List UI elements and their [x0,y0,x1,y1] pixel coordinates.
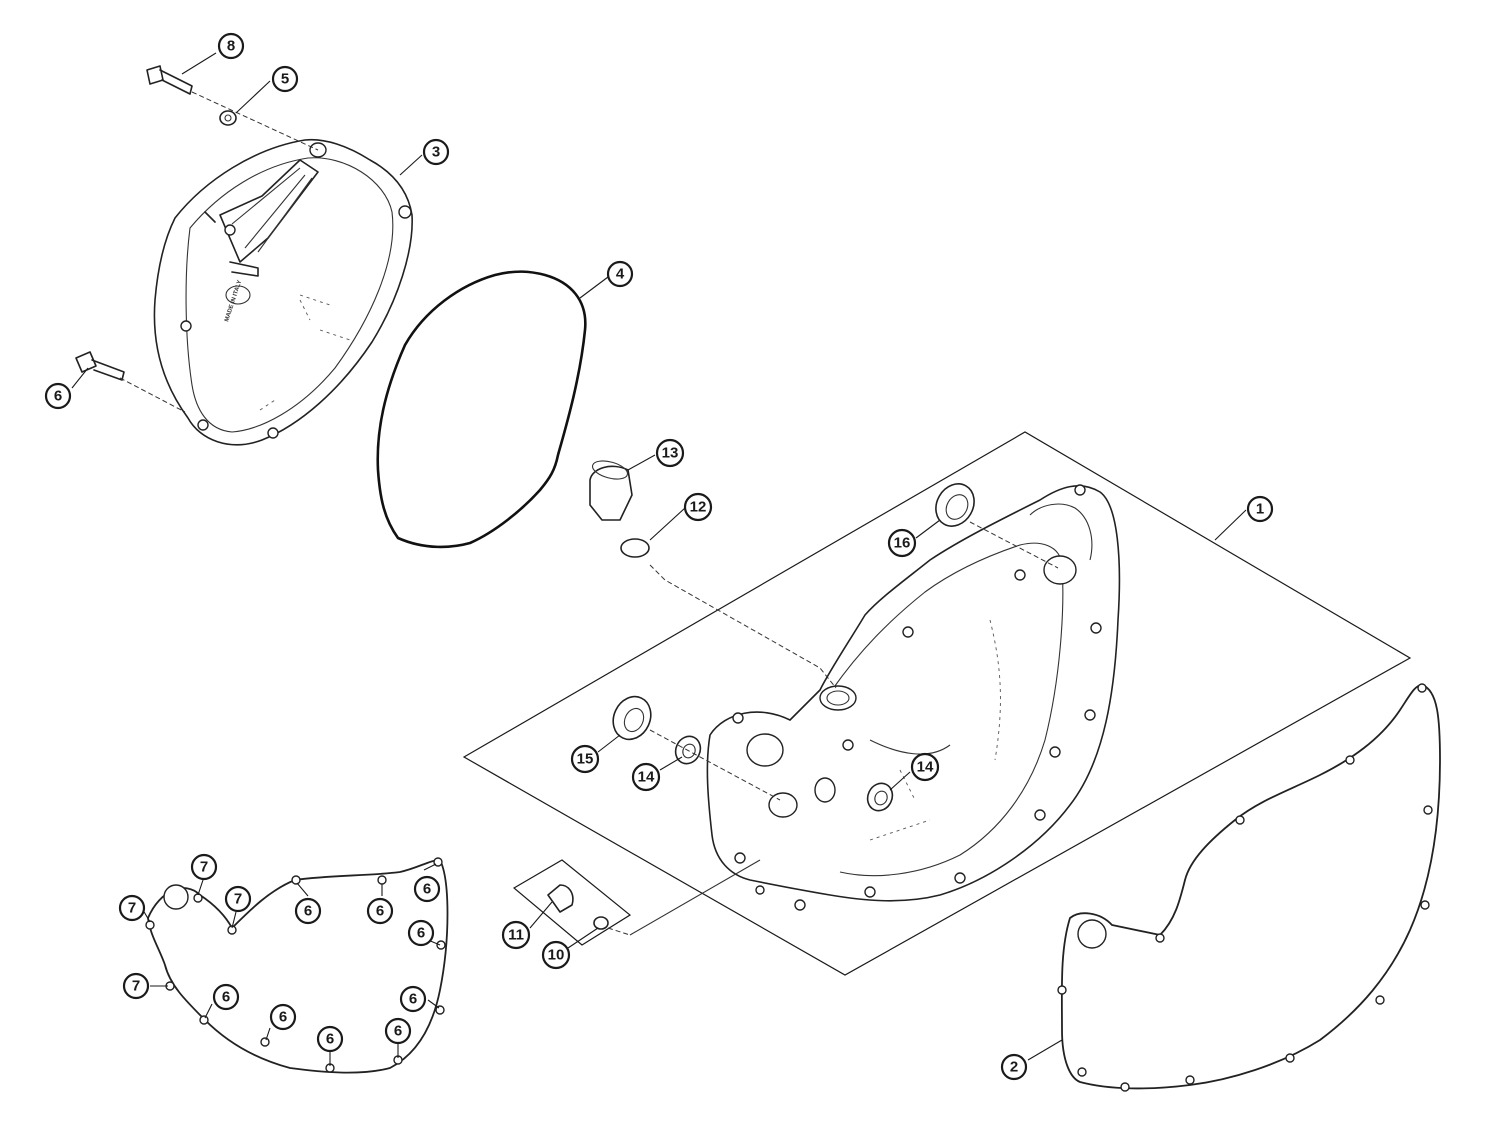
callout-14-right: 14 [910,752,940,782]
oil-seal-part-15 [612,695,781,801]
gasket-callout-7-b: 7 [224,885,252,913]
callout-13: 13 [655,438,685,468]
gasket-callout-6-d: 6 [407,919,435,947]
bearing-part-14-right [866,782,894,812]
callout-14-left-label: 14 [638,769,655,786]
callout-2: 2 [1000,1053,1028,1081]
callout-14-left: 14 [631,762,661,792]
gasket-callout-6-e-label: 6 [409,991,417,1008]
cover-seal-part-4 [376,270,587,549]
filler-plug-part-13 [589,460,633,521]
gasket-callout-6-b: 6 [366,897,394,925]
gasket-callout-7-d: 7 [122,972,150,1000]
bolt-part-8 [146,65,319,151]
gasket-callout-7-c: 7 [118,894,146,922]
gasket-part-2 [1057,683,1441,1092]
callout-5-label: 5 [281,71,289,88]
gasket-callout-7-c-label: 7 [128,900,136,917]
leader-lines [71,52,1247,1066]
gasket-callout-6-i: 6 [384,1017,412,1045]
gasket-callout-6-d-label: 6 [417,925,425,942]
gasket-callout-6-g: 6 [269,1003,297,1031]
callout-1: 1 [1246,495,1274,523]
oil-seal-part-16 [935,483,1059,569]
clutch-cover-part-3: MADE IN ITALY [153,138,413,446]
callout-1-label: 1 [1256,501,1264,518]
callout-10: 10 [541,940,571,970]
gasket-callout-7-a-label: 7 [200,859,208,876]
callout-3: 3 [422,138,450,166]
callout-2-label: 2 [1010,1059,1018,1076]
callout-16-label: 16 [894,535,911,552]
callout-14-right-label: 14 [917,759,934,776]
callout-16: 16 [887,528,917,558]
gasket-callout-7-a: 7 [190,853,218,881]
callout-3-label: 3 [432,144,440,161]
gasket-callout-6-a-label: 6 [304,903,312,920]
gasket-callout-6-h: 6 [316,1025,344,1053]
callout-4: 4 [606,260,634,288]
gasket-callout-6-c-label: 6 [423,881,431,898]
bearing-part-14-left [674,735,702,765]
gasket-callout-6-f: 6 [212,983,240,1011]
gasket-callout-7-d-label: 7 [132,978,140,995]
callout-11-label: 11 [508,927,524,944]
callout-6-bolt-label: 6 [54,388,62,405]
gasket-callout-7-b-label: 7 [234,891,242,908]
inner-gasket-left [145,857,449,1074]
callout-8: 8 [217,32,245,60]
gasket-callout-6-h-label: 6 [326,1031,334,1048]
washer-part-5 [219,110,237,126]
callout-15-label: 15 [577,751,594,768]
gasket-callout-6-c: 6 [413,875,441,903]
callout-4-label: 4 [616,266,625,283]
bolt-part-6 [75,351,186,413]
callout-12-label: 12 [690,499,707,516]
gasket-callout-6-b-label: 6 [376,903,384,920]
callout-10-label: 10 [548,947,565,964]
crankcase-group-part-1 [462,431,1412,976]
callout-6-bolt: 6 [44,382,72,410]
callout-11: 11 [501,920,531,950]
gasket-callout-6-a: 6 [294,897,322,925]
callout-5: 5 [271,65,299,93]
gasket-callout-6-e: 6 [399,985,427,1013]
o-ring-part-12 [620,538,837,689]
gasket-callout-6-f-label: 6 [222,989,230,1006]
callout-8-label: 8 [227,38,235,55]
callout-12: 12 [683,492,713,522]
callout-13-label: 13 [662,445,679,462]
gasket-callout-6-g-label: 6 [279,1009,287,1026]
gasket-callout-6-i-label: 6 [394,1023,402,1040]
sub-assembly-box [512,859,761,946]
callout-15: 15 [570,744,600,774]
